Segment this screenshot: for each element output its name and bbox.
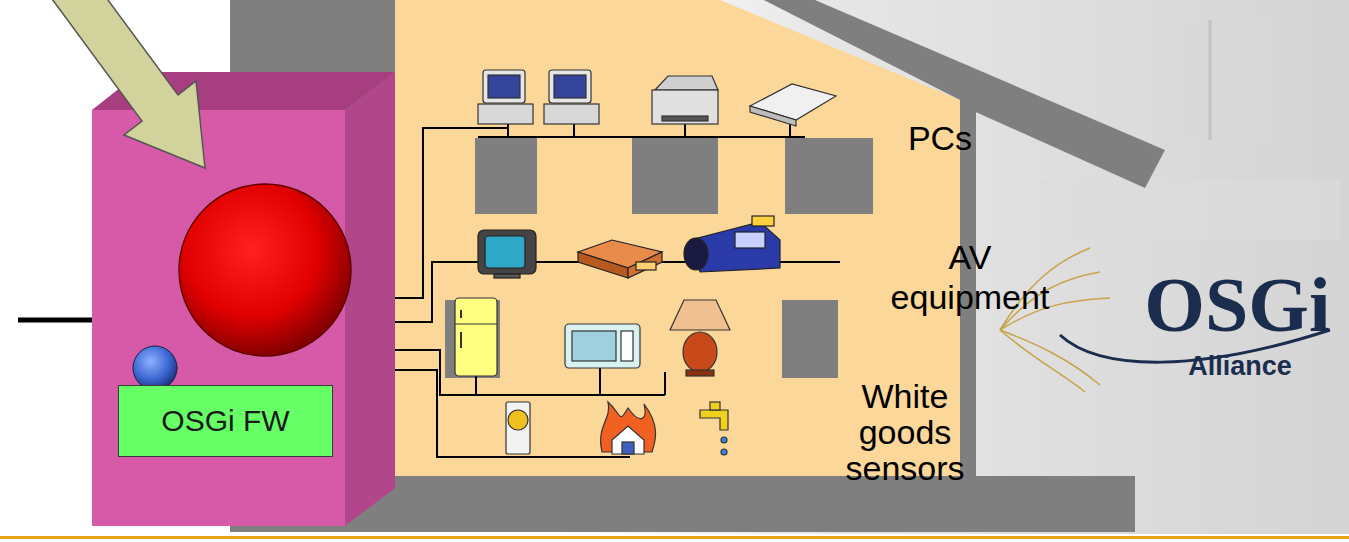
wire xyxy=(599,368,601,395)
fridge-door xyxy=(455,323,497,324)
vcr-tape xyxy=(636,262,656,270)
microwave-panel xyxy=(621,331,633,361)
row-label: PCs xyxy=(880,118,1000,158)
background-frame xyxy=(1209,20,1212,140)
camcorder-viewfinder xyxy=(752,216,774,226)
pc-devices xyxy=(478,70,836,126)
wire xyxy=(664,372,666,395)
lamp-foot xyxy=(686,370,714,376)
faucet-handle xyxy=(710,402,720,410)
faucet xyxy=(700,410,728,430)
wiring xyxy=(345,118,840,457)
water-drop xyxy=(721,449,727,455)
swoosh-line xyxy=(1000,330,1085,392)
blue-sphere xyxy=(133,346,177,390)
printer-slot xyxy=(662,116,708,121)
bottom-rule xyxy=(0,536,1349,539)
wire xyxy=(478,136,805,138)
fridge-handle xyxy=(460,332,462,348)
row-label: White goods xyxy=(840,378,970,450)
logo-subtitle: Alliance xyxy=(1150,350,1330,382)
white-goods xyxy=(455,298,730,376)
switch-button xyxy=(508,410,528,430)
logo-wordmark: OSGi xyxy=(1130,262,1345,348)
fire-house xyxy=(612,426,644,454)
tv xyxy=(478,230,536,274)
wire xyxy=(573,124,575,137)
gateway-side xyxy=(345,72,395,526)
external-line xyxy=(18,318,95,323)
monitor-screen xyxy=(554,75,586,98)
room-block xyxy=(475,138,537,214)
lamp-base xyxy=(683,332,717,372)
monitor xyxy=(549,70,591,103)
sensors xyxy=(506,402,728,455)
fridge xyxy=(455,298,497,376)
room-block xyxy=(785,138,873,214)
printer-top xyxy=(655,76,718,90)
red-sphere xyxy=(179,184,351,356)
switch-plate xyxy=(506,402,530,454)
framework-box: OSGi FW xyxy=(118,385,333,457)
download-arrow xyxy=(41,0,205,168)
box-text: OSGi FW xyxy=(161,404,289,438)
row-label: AV equipment xyxy=(875,237,1065,317)
pc-case xyxy=(544,104,599,124)
camcorder-lens xyxy=(684,238,708,270)
wire xyxy=(507,124,509,137)
tv-screen xyxy=(485,236,525,268)
swoosh-line xyxy=(1000,330,1100,385)
camcorder-panel xyxy=(735,232,765,248)
row-label: sensors xyxy=(840,450,970,486)
wire xyxy=(684,124,686,137)
microwave-window xyxy=(572,331,616,361)
room-block xyxy=(782,300,838,378)
av-devices xyxy=(478,216,780,278)
background-window xyxy=(1180,20,1270,140)
fridge-handle xyxy=(460,310,462,318)
wire xyxy=(475,376,477,395)
microwave xyxy=(565,324,640,368)
monitor-screen xyxy=(488,75,520,98)
tv-stand xyxy=(494,274,520,278)
fire-house-window xyxy=(622,442,634,454)
printer xyxy=(652,90,718,124)
monitor xyxy=(483,70,525,103)
vcr-side xyxy=(628,252,662,278)
background-wall xyxy=(1040,180,1340,240)
room-block xyxy=(632,138,718,214)
wire xyxy=(345,262,840,322)
water-drop xyxy=(721,437,727,443)
vcr-front xyxy=(578,252,628,278)
scanner-side xyxy=(750,106,796,126)
lamp-shade xyxy=(670,300,730,330)
roof-right xyxy=(705,0,1165,188)
pc-case xyxy=(478,104,533,124)
